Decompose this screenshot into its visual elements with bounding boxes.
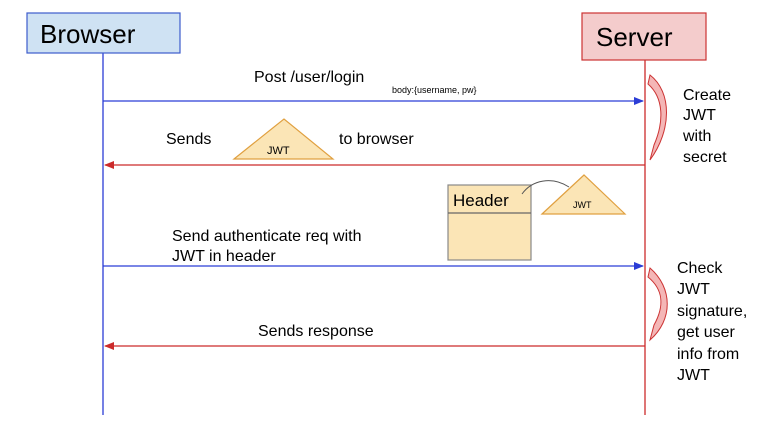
browser-participant: Browser	[26, 12, 181, 54]
create-note-line-4: secret	[683, 149, 727, 166]
login-message-label: Post /user/login	[254, 69, 364, 86]
check-note-line-5: info from	[677, 346, 739, 363]
server-box	[581, 12, 707, 61]
login-message-detail: body:{username, pw}	[392, 85, 477, 95]
header-jwt-label: JWT	[573, 200, 592, 210]
create-jwt-note: Create JWT with secret	[682, 87, 731, 166]
auth-request-line-1: Send authenticate req with	[172, 228, 361, 245]
create-note-line-2: JWT	[683, 107, 716, 124]
check-note-line-6: JWT	[677, 367, 710, 384]
create-jwt-self-arrow	[647, 74, 667, 161]
server-label: Server	[596, 22, 673, 52]
check-jwt-self-arrow	[647, 267, 668, 342]
header-box-label: Header	[453, 191, 509, 210]
check-note-line-4: get user	[677, 324, 735, 341]
check-note-line-1: Check	[677, 260, 723, 277]
create-note-line-3: with	[682, 128, 711, 145]
check-jwt-note: Check JWT signature, get user info from …	[677, 260, 747, 384]
browser-label: Browser	[40, 19, 136, 49]
check-note-line-3: signature,	[677, 303, 747, 320]
create-note-line-1: Create	[683, 87, 731, 104]
sends-jwt-label-after: to browser	[339, 131, 414, 148]
auth-request-line-2: JWT in header	[172, 248, 276, 265]
header-illustration: Header JWT	[447, 174, 627, 261]
browser-box	[26, 12, 181, 54]
server-participant: Server	[581, 12, 707, 61]
header-box	[447, 184, 532, 261]
check-note-line-2: JWT	[677, 281, 710, 298]
response-label: Sends response	[258, 323, 374, 340]
jwt-token-label: JWT	[267, 145, 290, 157]
header-connector	[521, 180, 570, 195]
jwt-token-triangle	[232, 118, 335, 160]
sends-jwt-label-before: Sends	[166, 131, 211, 148]
header-jwt-triangle	[540, 174, 627, 215]
